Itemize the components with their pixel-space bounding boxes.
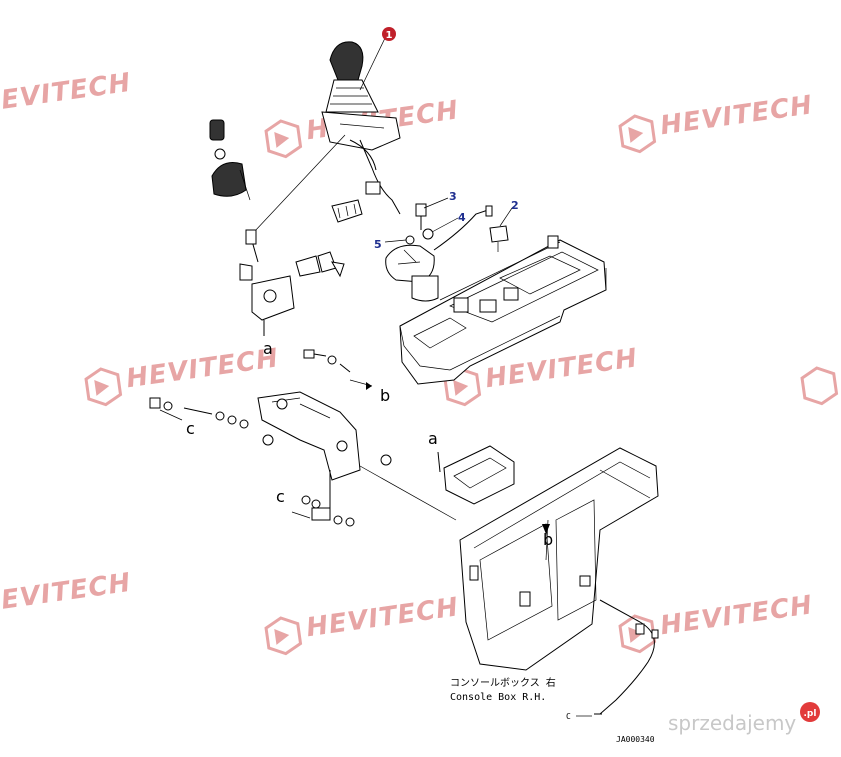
watermark: HEVITECH (618, 590, 815, 654)
bracket-assembly: b c c (149, 349, 457, 527)
ref-c-bolt: c (186, 419, 195, 438)
rubber-boot (211, 162, 247, 197)
frame-assembly: a b C コンソールボックス 右 Console Box R.H. JA000… (428, 429, 659, 744)
caption-en: Console Box R.H. (450, 692, 546, 703)
watermark-arrow-icon (274, 132, 290, 148)
ref-a-frame: a (428, 429, 438, 448)
watermark: HEVITECH (264, 592, 461, 656)
watermark-arrow-icon (628, 627, 644, 643)
boot-parts (209, 119, 251, 201)
valve-body-left: a (239, 229, 345, 358)
callout-4: 4 (458, 211, 466, 224)
watermark: HEVITECH (0, 568, 133, 619)
washer-5 (405, 235, 415, 245)
watermark-text: HEVITECH (0, 68, 133, 119)
mounting-bracket (257, 391, 361, 481)
callout-5: 5 (374, 238, 382, 251)
watermark-logo-icon (264, 119, 303, 159)
watermark-arrow-icon (274, 629, 290, 645)
ref-a-top: a (263, 339, 273, 358)
arrow-b (366, 382, 372, 390)
watermark-arrow-icon (94, 380, 110, 396)
callout-label-1: 1 (386, 30, 393, 41)
ref-b-frame: b (543, 530, 553, 549)
ref-c-pin: c (276, 487, 285, 506)
callout-badge (382, 27, 396, 41)
bolt-3 (415, 203, 427, 217)
watermark-logo-icon (800, 366, 839, 406)
caption-jp: コンソールボックス 右 (450, 676, 556, 689)
watermark-text: HEVITECH (124, 343, 280, 394)
marketplace-badge-text: .pl (804, 709, 817, 719)
watermark: HEVITECH (0, 68, 133, 119)
callout-2: 2 (511, 199, 519, 212)
sensor-2 (489, 225, 509, 243)
callout-main: 1 (382, 27, 396, 41)
drawing-code: JA000340 (616, 735, 655, 744)
harness-label: C (566, 712, 571, 721)
frame-body (459, 447, 659, 671)
marketplace-text: sprzedajemy (668, 711, 796, 735)
washer-4 (422, 228, 434, 240)
watermark: HEVITECH (618, 90, 815, 154)
valve-housing (385, 244, 435, 283)
top-plate (443, 445, 515, 505)
watermark (800, 366, 839, 406)
lever-knob (329, 41, 364, 81)
valve-assembly: 3 4 5 2 (374, 190, 519, 302)
marketplace-logo: sprzedajemy .pl (668, 702, 820, 735)
marketplace-badge (800, 702, 820, 722)
knob-cap (209, 119, 225, 141)
lever-assembly (253, 35, 401, 233)
watermark-arrow-icon (628, 127, 644, 143)
watermark-arrow-icon (453, 380, 469, 396)
ref-b-bracket: b (380, 386, 390, 405)
watermark-logo-icon (264, 616, 303, 656)
watermark-logo-icon (84, 367, 123, 407)
callout-3: 3 (449, 190, 457, 203)
harness (599, 599, 655, 715)
connector (365, 181, 381, 195)
watermark: HEVITECH (84, 343, 281, 407)
watermark-text: HEVITECH (658, 590, 814, 641)
watermark-text: HEVITECH (658, 90, 814, 141)
watermark-text: HEVITECH (0, 568, 133, 619)
arrow-b-frame (542, 524, 550, 534)
console-box-outline (399, 239, 607, 385)
watermark-logo-icon (618, 114, 657, 154)
watermark-text: HEVITECH (483, 343, 639, 394)
watermark-text: HEVITECH (304, 592, 460, 643)
console-box (399, 235, 607, 385)
valve-cylinder (411, 275, 439, 302)
lever-bracket (321, 111, 401, 151)
